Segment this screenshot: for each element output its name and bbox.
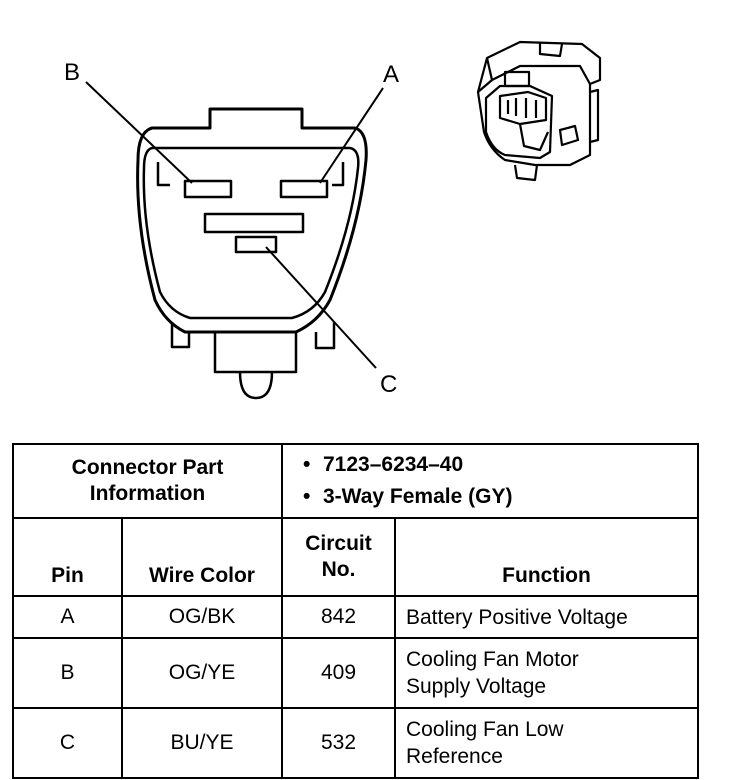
leader-line-c: [265, 246, 377, 369]
wire-color-cell: BU/YE: [121, 707, 283, 779]
terminal-cavity-a: [279, 179, 329, 199]
header-pin: Pin: [12, 517, 123, 597]
circuit-cell: 409: [281, 637, 396, 709]
function-cell: Cooling Fan Low Reference: [393, 707, 700, 779]
pin-label-b: B: [64, 59, 80, 86]
connector-3d-view: [476, 40, 602, 182]
leader-line-b: [85, 81, 193, 184]
latch-notch-right: [332, 162, 345, 187]
part-number: 7123–6234–40: [303, 449, 697, 481]
pin-cell: C: [12, 707, 123, 779]
circuit-cell: 842: [281, 595, 396, 639]
pin-label-c: C: [380, 371, 397, 398]
header-circuit-no: Circuit No.: [281, 517, 396, 597]
pin-cell: B: [12, 637, 123, 709]
table-row: B OG/YE 409 Cooling Fan Motor Supply Vol…: [12, 637, 700, 709]
part-info-list: 7123–6234–40 3-Way Female (GY): [283, 449, 697, 513]
header-wire-color: Wire Color: [121, 517, 283, 597]
locking-tab: [213, 332, 298, 400]
part-info-cell: 7123–6234–40 3-Way Female (GY): [280, 443, 700, 519]
part-info-row: Connector Part Information 7123–6234–40 …: [12, 443, 700, 519]
side-tab-left: [170, 322, 191, 349]
leader-line-a: [319, 87, 384, 184]
terminal-cavity-c: [234, 235, 278, 254]
connector-inner-seal: [142, 146, 360, 320]
terminal-cavity-center: [203, 212, 305, 234]
wire-color-cell: OG/BK: [121, 595, 283, 639]
terminal-cavity-b: [183, 179, 233, 199]
table-row: A OG/BK 842 Battery Positive Voltage: [12, 595, 700, 639]
header-function: Function: [393, 517, 700, 597]
function-cell: Cooling Fan Motor Supply Voltage: [393, 637, 700, 709]
side-tab-right: [314, 322, 336, 350]
function-cell: Battery Positive Voltage: [393, 595, 700, 639]
pin-label-a: A: [383, 61, 399, 88]
table-row: C BU/YE 532 Cooling Fan Low Reference: [12, 707, 700, 779]
connector-face-view: [136, 107, 368, 400]
column-header-row: Pin Wire Color Circuit No. Function: [12, 517, 700, 597]
connector-type: 3-Way Female (GY): [303, 481, 697, 513]
part-info-label: Connector Part Information: [12, 443, 283, 519]
wire-color-cell: OG/YE: [121, 637, 283, 709]
pin-cell: A: [12, 595, 123, 639]
circuit-cell: 532: [281, 707, 396, 779]
connector-outer-shell: [136, 107, 368, 334]
latch-notch-left: [156, 162, 170, 187]
leader-lines: [85, 81, 384, 369]
connector-diagram: B A C: [64, 40, 602, 400]
connector-pin-table: Connector Part Information 7123–6234–40 …: [12, 443, 700, 779]
